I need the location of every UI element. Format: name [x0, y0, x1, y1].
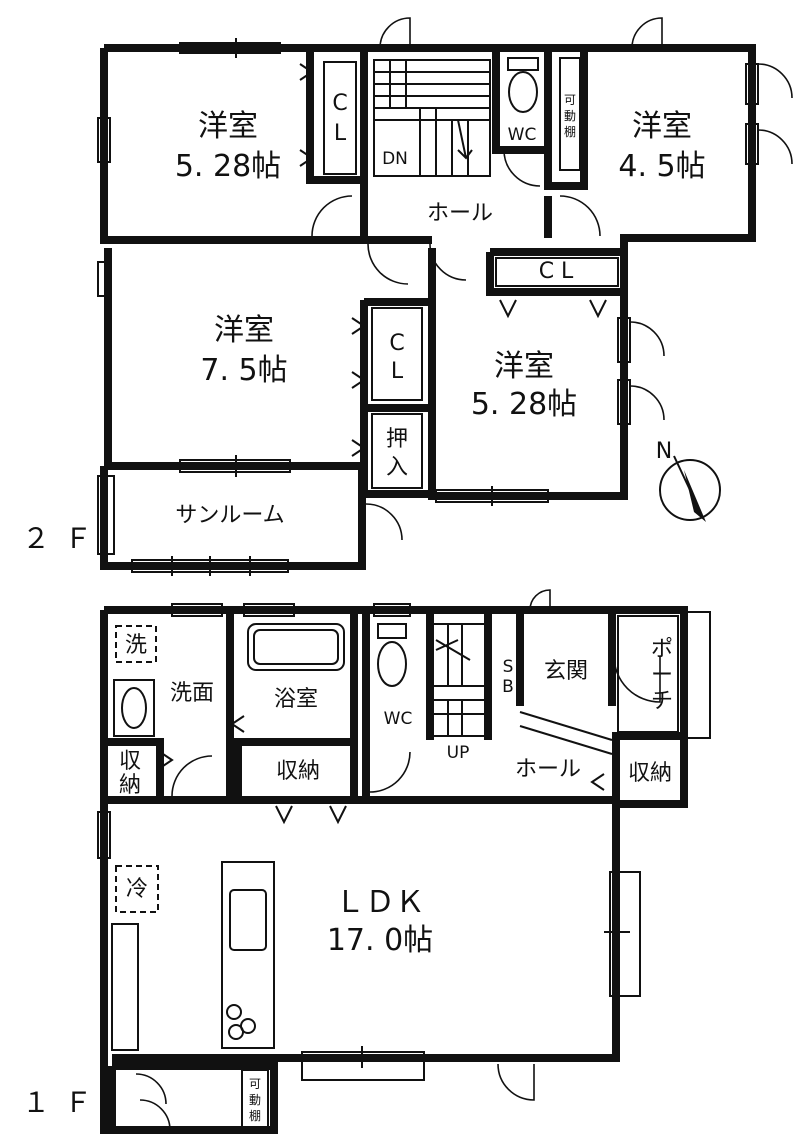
wc-2f-label: WC: [508, 125, 537, 145]
wc-1f-label: WC: [384, 709, 413, 729]
cl-1-c: C: [332, 91, 347, 116]
porch-1: ポ: [651, 637, 673, 662]
room-w-size: 7. 5帖: [200, 353, 287, 388]
room-c-name: 洋室: [494, 349, 554, 384]
shelf-2f-3: 棚: [564, 124, 576, 139]
washroom-label: 洗面: [170, 681, 214, 706]
porch-2: ー: [651, 663, 673, 688]
room-w-name: 洋室: [214, 313, 274, 348]
stairs-dn-label: DN: [382, 149, 408, 169]
room-nw-size: 5. 28帖: [175, 149, 281, 184]
sunroom-label: サンルーム: [175, 503, 284, 528]
storage-1-b: 納: [119, 773, 141, 798]
ldk-size: 17. 0帖: [327, 923, 433, 958]
oshiire-1: 押: [386, 427, 408, 452]
storage-3-label: 収納: [628, 761, 672, 786]
cl-2-label: C L: [539, 259, 574, 284]
entrance-label: 玄関: [544, 659, 588, 684]
floor-1f-label: １Ｆ: [22, 1086, 106, 1119]
room-ne-size: 4. 5帖: [618, 149, 705, 184]
compass-n: N: [656, 439, 672, 464]
fridge-label: 冷: [126, 877, 148, 902]
hall-2f-label: ホール: [427, 201, 493, 226]
floor-2f-label: ２Ｆ: [22, 522, 106, 555]
shelf-1f-1: 可: [249, 1077, 261, 1091]
room-ne-name: 洋室: [632, 109, 692, 144]
bath-label: 浴室: [274, 687, 318, 712]
cl-1-l: L: [334, 121, 347, 146]
cl-3-c: C: [389, 331, 404, 356]
sb-s: S: [503, 657, 514, 677]
sb-b: B: [502, 677, 514, 697]
hall-1f-label: ホール: [515, 757, 581, 782]
compass-icon: N: [656, 439, 721, 522]
storage-1-a: 収: [119, 749, 141, 774]
room-nw-name: 洋室: [198, 109, 258, 144]
shelf-2f-1: 可: [564, 93, 576, 107]
first-floor: [97, 589, 711, 1134]
shelf-1f-2: 動: [249, 1093, 261, 1107]
room-c-size: 5. 28帖: [471, 387, 577, 422]
ldk-name: ＬＤＫ: [335, 885, 425, 920]
cl-3-l: L: [391, 359, 404, 384]
oshiire-2: 入: [386, 455, 408, 480]
stairs-up-label: UP: [447, 743, 470, 763]
porch-3: チ: [651, 689, 673, 714]
second-floor: [97, 17, 793, 576]
shelf-2f-2: 動: [564, 109, 576, 123]
storage-2-label: 収納: [276, 759, 320, 784]
shelf-1f-3: 棚: [249, 1108, 261, 1123]
washer-label: 洗: [125, 633, 147, 658]
